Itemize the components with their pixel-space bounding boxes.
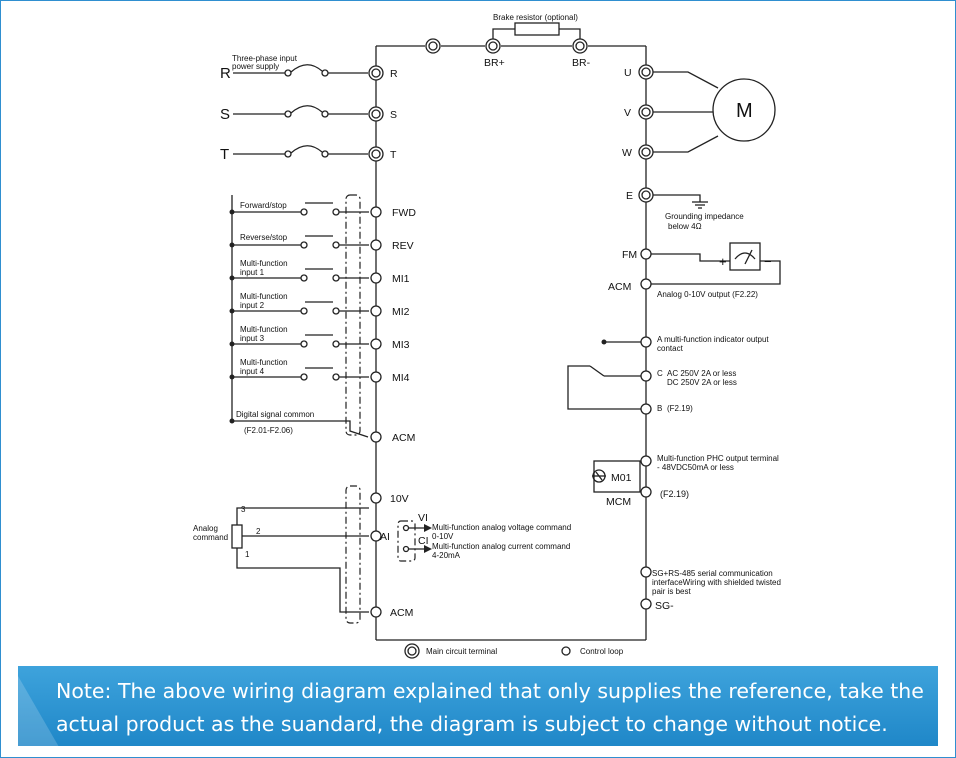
brake-resistor-label: Brake resistor (optional)	[493, 13, 578, 22]
out-v-label: V	[624, 107, 631, 119]
ai-voltage-label-2: 0-10V	[432, 532, 454, 541]
analog-output: FM + − ACM Analog 0-10V output (F2.22)	[608, 242, 781, 299]
grounding-label-2: below 4Ω	[668, 222, 702, 231]
mi1-label: MI1	[392, 273, 410, 285]
out-u-label: U	[624, 67, 632, 79]
analog-command-label-1: Analog	[193, 524, 218, 533]
vi-label: VI	[418, 512, 428, 524]
pot-3-label: 3	[241, 505, 246, 514]
ci-label: CI	[418, 535, 429, 547]
acm-label-1: ACM	[392, 432, 415, 444]
mi2-desc-2: input 2	[240, 301, 265, 310]
relay-a-label-2: contact	[657, 344, 684, 353]
phc-output: Multi-function PHC output terminal - 48V…	[592, 454, 779, 508]
phase-s-label: S	[220, 106, 230, 123]
term-s-label: S	[390, 109, 397, 121]
fm-label: FM	[622, 249, 637, 261]
sg-label-3: pair is best	[652, 587, 691, 596]
mi3-label: MI3	[392, 339, 410, 351]
phase-r-label: R	[220, 65, 231, 82]
brake-resistor: Brake resistor (optional) BR+ BR-	[425, 13, 591, 69]
mi3-desc-2: input 3	[240, 334, 265, 343]
relay-b-label: B	[657, 404, 662, 413]
digital-common-params: (F2.01-F2.06)	[244, 426, 293, 435]
ai-current-label-1: Multi-function analog current command	[432, 542, 570, 551]
term-r-label: R	[390, 68, 398, 80]
earth-terminal: E Grounding impedance below 4Ω	[626, 187, 744, 231]
relay-c-label: C	[657, 369, 663, 378]
v10-label: 10V	[390, 493, 409, 505]
reverse-stop-label: Reverse/stop	[240, 233, 288, 242]
mi1-desc-2: input 1	[240, 268, 265, 277]
motor-output: U V W M	[622, 64, 776, 160]
mi4-desc-1: Multi-function	[240, 358, 288, 367]
mi4-desc-2: input 4	[240, 367, 265, 376]
digital-inputs: Forward/stop FWD Reverse/stop REV Multi-…	[229, 194, 416, 444]
relay-output: A multi-function indicator output contac…	[567, 335, 769, 415]
pot-1-label: 1	[245, 550, 250, 559]
mi2-label: MI2	[392, 306, 410, 318]
acm-label-2: ACM	[390, 607, 413, 619]
legend: Main circuit terminal Control loop	[404, 643, 624, 659]
analog-command-label-2: command	[193, 533, 228, 542]
mi1-desc-1: Multi-function	[240, 259, 288, 268]
ai-current-label-2: 4-20mA	[432, 551, 461, 560]
phc-param: (F2.19)	[660, 489, 689, 499]
motor-label: M	[736, 100, 753, 122]
fm-minus-label: −	[764, 254, 772, 269]
rev-label: REV	[392, 240, 414, 252]
ai-voltage-label-1: Multi-function analog voltage command	[432, 523, 571, 532]
mcm-label: MCM	[606, 496, 631, 508]
br-plus-label: BR+	[484, 57, 505, 69]
analog-input: 3 2 1 Analog command 10V AI VI CI Multi-…	[193, 485, 571, 624]
sg-minus-label: SG-	[655, 600, 674, 612]
analog-output-label: Analog 0-10V output (F2.22)	[657, 290, 758, 299]
mi3-desc-1: Multi-function	[240, 325, 288, 334]
relay-b-param: (F2.19)	[667, 404, 693, 413]
forward-stop-label: Forward/stop	[240, 201, 287, 210]
pot-2-label: 2	[256, 527, 261, 536]
phc-label-2: - 48VDC50mA or less	[657, 463, 734, 472]
phase-t-label: T	[220, 146, 229, 163]
three-phase-input: Three-phase input power supply R R S S T…	[220, 54, 398, 163]
rs485-interface: SG+RS-485 serial communication interface…	[640, 566, 781, 612]
relay-c-desc-2: DC 250V 2A or less	[667, 378, 737, 387]
relay-a-label-1: A multi-function indicator output	[657, 335, 769, 344]
acm-label-fm: ACM	[608, 281, 631, 293]
term-t-label: T	[390, 149, 397, 161]
digital-common-label: Digital signal common	[236, 410, 314, 419]
wiring-diagram: Brake resistor (optional) BR+ BR- Three-…	[193, 13, 781, 659]
out-w-label: W	[622, 147, 632, 159]
note-text: Note: The above wiring diagram explained…	[56, 679, 924, 736]
three-phase-label-2: power supply	[232, 62, 279, 71]
relay-c-desc-1: AC 250V 2A or less	[667, 369, 736, 378]
fm-plus-label: +	[719, 254, 727, 269]
note-banner: Note: The above wiring diagram explained…	[18, 666, 938, 746]
sg-label-2: interfaceWiring with shielded twisted	[652, 578, 781, 587]
fwd-label: FWD	[392, 207, 416, 219]
grounding-label-1: Grounding impedance	[665, 212, 744, 221]
br-minus-label: BR-	[572, 57, 591, 69]
three-phase-label-1: Three-phase input	[232, 54, 298, 63]
sg-label-1: SG+RS-485 serial communication	[652, 569, 773, 578]
earth-label: E	[626, 190, 633, 202]
phc-label-1: Multi-function PHC output terminal	[657, 454, 779, 463]
motor-symbol	[712, 78, 776, 142]
mi2-desc-1: Multi-function	[240, 292, 288, 301]
legend-control-label: Control loop	[580, 647, 624, 656]
ai-label: AI	[380, 531, 390, 543]
m01-label: M01	[611, 472, 632, 484]
mi4-label: MI4	[392, 372, 410, 384]
legend-main-label: Main circuit terminal	[426, 647, 497, 656]
